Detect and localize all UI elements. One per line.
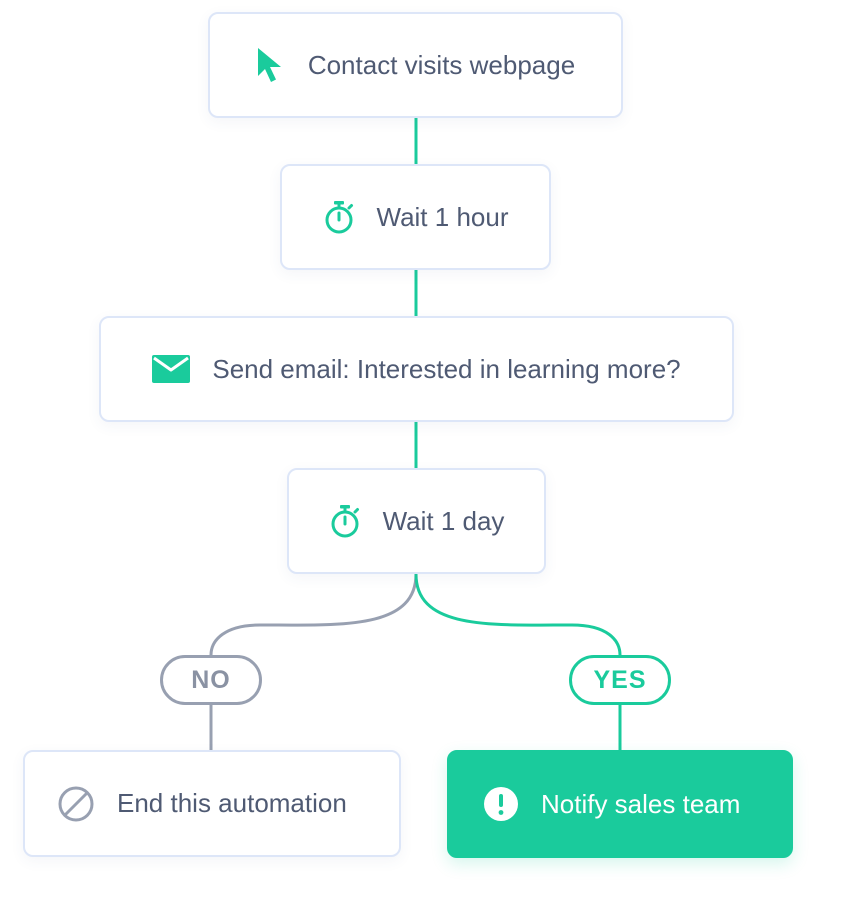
envelope-icon [152,355,191,383]
outcome-notify-sales-team[interactable]: Notify sales team [447,750,793,858]
branch-yes-badge[interactable]: YES [569,655,671,705]
step-label: Wait 1 day [382,505,505,536]
outcome-end-automation[interactable]: End this automation [23,750,401,857]
step-label: Wait 1 hour [376,201,509,232]
step-label: Send email: Interested in learning more? [212,353,681,384]
stopwatch-icon [323,200,355,234]
step-contact-visits-webpage[interactable]: Contact visits webpage [208,12,623,118]
branch-no-badge[interactable]: NO [160,655,262,705]
cursor-icon [256,46,286,84]
step-send-email[interactable]: Send email: Interested in learning more? [99,316,734,422]
step-label: Contact visits webpage [307,49,576,80]
outcome-label: End this automation [117,788,347,818]
connector-no-branch [209,573,418,656]
alert-icon [483,786,519,822]
step-wait-1-hour[interactable]: Wait 1 hour [280,164,551,270]
connector-yes-branch [414,573,622,656]
step-wait-1-day[interactable]: Wait 1 day [287,468,546,574]
stopwatch-icon [329,504,361,538]
prohibited-icon [57,785,95,823]
outcome-label: Notify sales team [541,788,741,819]
